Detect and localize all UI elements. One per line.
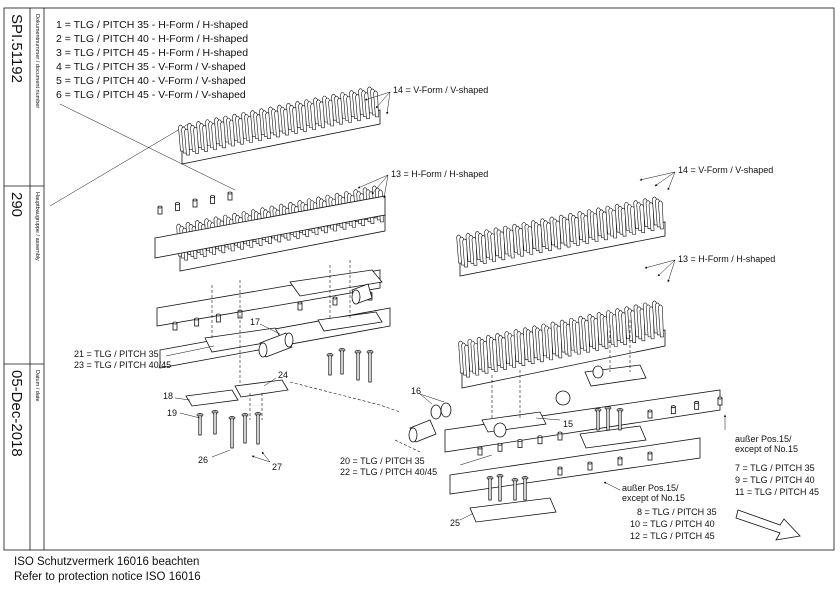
leader-lines (165, 91, 727, 521)
callout-11: 11 = TLG / PITCH 45 (735, 487, 819, 497)
callout-13-right: 13 = H-Form / H-shaped (678, 254, 775, 264)
legend-item: 4 = TLG / PITCH 35 - V-Form / V-shaped (56, 61, 246, 73)
screw-shank (356, 351, 360, 381)
screw-shank (368, 351, 372, 383)
rail-pin-top (175, 202, 180, 205)
protection-notice-de: ISO Schutzvermerk 16016 beachten (14, 556, 200, 568)
callout-26: 26 (198, 455, 208, 465)
drawing-frame (3, 7, 835, 551)
rail-pin-top (192, 198, 198, 202)
callout-13-upper: 13 = H-Form / H-shaped (391, 169, 488, 179)
callout-22: 22 = TLG / PITCH 40/45 (340, 467, 437, 477)
screw-shank (198, 414, 202, 436)
screw-shank (213, 411, 217, 435)
screw-shank (513, 479, 517, 501)
screw-shank (618, 409, 622, 431)
screw-shank (488, 477, 492, 501)
rail-pin-top (157, 205, 163, 209)
callout-24: 24 (278, 370, 288, 380)
callout-10: 10 = TLG / PITCH 40 (630, 519, 715, 529)
rail-pin-top (215, 313, 221, 317)
callout-16: 16 (411, 386, 421, 396)
callout-12: 12 = TLG / PITCH 45 (630, 531, 715, 541)
rail-pin-top (210, 195, 215, 198)
screw-shank (243, 414, 247, 444)
bushings (258, 283, 604, 443)
callout-15: 15 (563, 419, 573, 429)
rail-pin-top (717, 396, 723, 400)
rail-pin-top (617, 456, 623, 460)
callout-17: 17 (250, 317, 260, 327)
rail-pin-top (557, 466, 563, 470)
h-comb-right (458, 300, 666, 389)
note-except-15-right-en: except of No.15 (735, 444, 798, 454)
callout-19: 19 (167, 408, 177, 418)
rail-pin-top (517, 439, 523, 442)
note-except-15-lower: außer Pos.15/ (622, 483, 679, 493)
rail-pin-top (497, 442, 503, 446)
rail-pin-top (537, 435, 543, 439)
note-except-15-lower-en: except of No.15 (622, 493, 685, 503)
rail-pin-top (172, 321, 178, 325)
rail-pin-top (297, 301, 303, 305)
rail-pin-top (477, 446, 483, 450)
callout-21: 21 = TLG / PITCH 35 (74, 349, 159, 359)
callout-27: 27 (272, 462, 282, 472)
rail-pins (157, 191, 723, 476)
legend-item: 1 = TLG / PITCH 35 - H-Form / H-shaped (56, 19, 248, 31)
callout-7: 7 = TLG / PITCH 35 (735, 463, 815, 473)
rail-pin-top (647, 451, 653, 455)
screw-shank (256, 413, 260, 445)
callout-23: 23 = TLG / PITCH 40/45 (74, 360, 171, 370)
direction-arrow-icon (735, 509, 801, 541)
screw-shank (523, 477, 527, 501)
callout-14-right: 14 = V-Form / V-shaped (678, 165, 773, 175)
screw-shank (498, 475, 502, 502)
note-except-15-right: außer Pos.15/ (735, 434, 792, 444)
screws (196, 348, 624, 502)
v-comb-upper (178, 86, 381, 165)
legend-item: 3 = TLG / PITCH 45 - H-Form / H-shaped (56, 47, 248, 59)
callout-20: 20 = TLG / PITCH 35 (340, 456, 425, 466)
document-number-caption: Dokumentnummer / document number (34, 14, 40, 108)
assembly-lines (211, 260, 631, 453)
protection-notice-en: Refer to protection notice ISO 16016 (14, 571, 201, 583)
callout-18: 18 (163, 391, 173, 401)
v-comb-right (456, 196, 666, 277)
rail-pin-top (227, 191, 233, 195)
rail-pin-top (587, 461, 593, 465)
rail-pin-top (647, 409, 653, 413)
callout-9: 9 = TLG / PITCH 40 (735, 475, 815, 485)
rail-pin-top (694, 400, 700, 404)
drawing-date: 05-Dec-2018 (8, 370, 25, 457)
variant-legend: 1 = TLG / PITCH 35 - H-Form / H-shaped 2… (56, 19, 248, 101)
callout-25: 25 (450, 518, 460, 528)
assembly-number: 290 (8, 192, 25, 217)
screw-shank (596, 409, 600, 431)
hinge-brackets (185, 269, 647, 523)
rail-pin-top (332, 296, 338, 300)
callout-8: 8 = TLG / PITCH 35 (637, 507, 717, 517)
screw-shank (340, 349, 344, 375)
screw-shank (606, 407, 610, 431)
date-caption: Datum / date (34, 370, 40, 402)
rail-pin-top (557, 431, 563, 435)
rail-pin-top (194, 317, 200, 321)
legend-item: 2 = TLG / PITCH 40 - H-Form / H-shaped (56, 33, 248, 45)
callouts: 14 = V-Form / V-shaped 13 = H-Form / H-s… (74, 85, 819, 541)
assembly-caption: Hauptbaugruppe / assembly (34, 192, 40, 261)
legend-item: 5 = TLG / PITCH 40 - V-Form / V-shaped (56, 75, 246, 87)
screw-shank (230, 417, 234, 449)
legend-item: 6 = TLG / PITCH 45 - V-Form / V-shaped (56, 89, 246, 101)
screw-shank (328, 354, 332, 376)
rail-pin-top (670, 405, 676, 409)
callout-14-upper: 14 = V-Form / V-shaped (393, 85, 488, 95)
document-number: SPI.51192 (8, 14, 25, 83)
